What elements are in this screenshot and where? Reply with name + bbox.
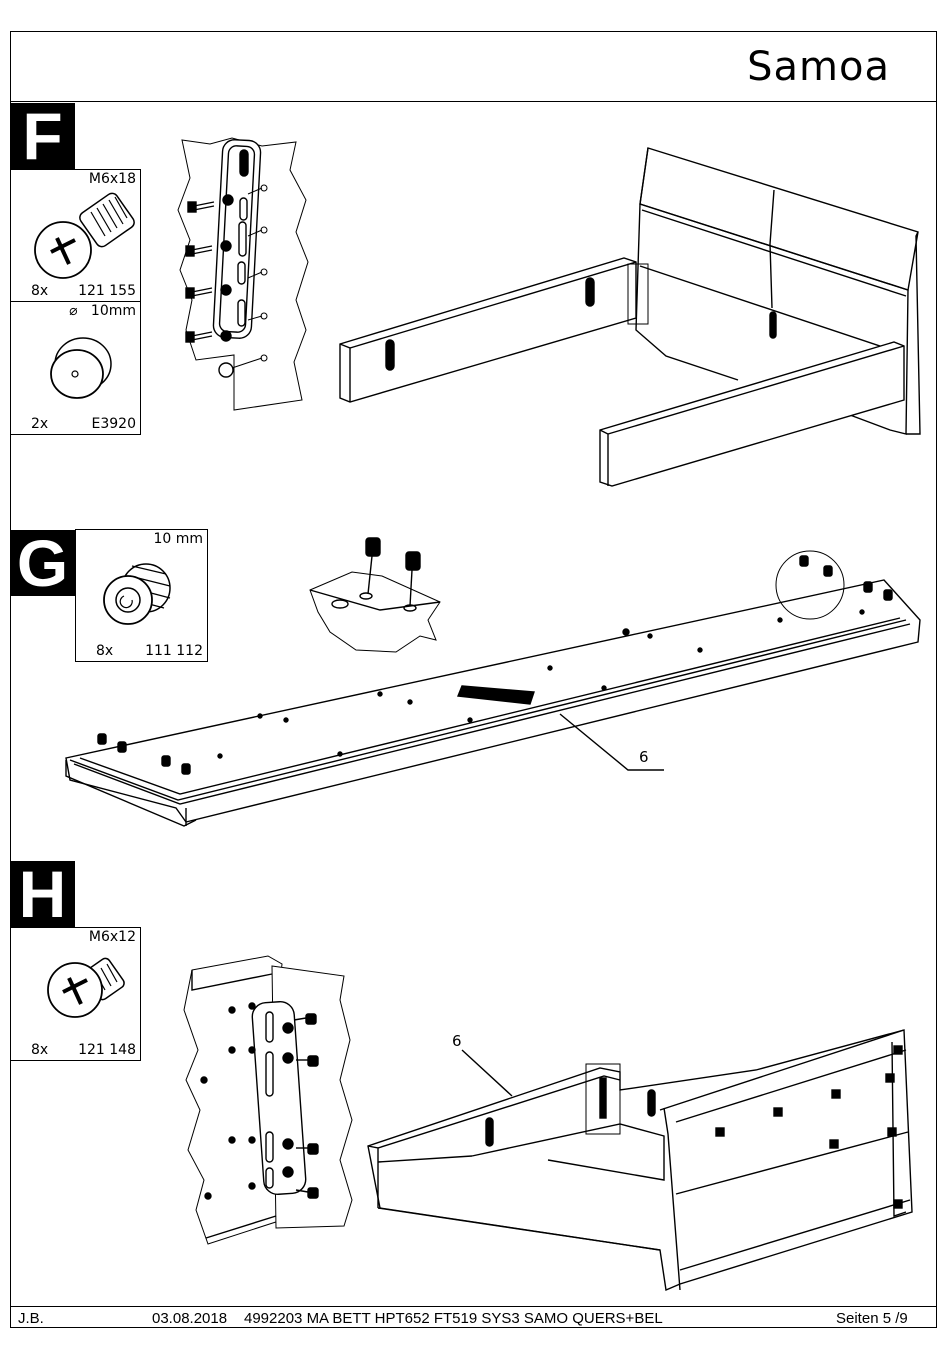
footer-date: 03.08.2018 <box>152 1310 228 1327</box>
page-frame <box>10 31 937 1328</box>
part-spec: M6x12 <box>88 929 136 945</box>
part-quantity: 8x <box>96 643 114 659</box>
machine-screw-icon <box>47 957 125 1018</box>
step-label-g: G <box>10 530 75 596</box>
part-box-insert-g: 10 mm 8x 111 112 <box>75 529 208 662</box>
part-spec: ⌀ 10mm <box>69 303 136 319</box>
step-label-f: F <box>10 103 75 169</box>
part-spec: 10 mm <box>153 531 203 547</box>
part-box-dowel-cap-f: ⌀ 10mm 2x E3920 <box>10 301 141 435</box>
header-divider <box>10 101 937 102</box>
headboard-side-rails-f <box>339 147 921 487</box>
callout-part-6-h: 6 <box>452 1032 462 1050</box>
part-quantity: 2x <box>31 416 49 432</box>
part-quantity: 8x <box>31 1042 49 1058</box>
step-label-h: H <box>10 861 75 927</box>
threaded-insert-icon <box>103 563 171 625</box>
footer-divider <box>10 1306 937 1307</box>
dowel-cap-icon <box>50 337 112 399</box>
part-spec: M6x18 <box>88 171 136 187</box>
part-number: E3920 <box>91 416 136 432</box>
insert-detail-g <box>309 537 441 653</box>
corner-bracket-detail-h <box>183 955 353 1245</box>
fitting-plate-detail-f <box>177 137 309 411</box>
diameter-symbol: ⌀ <box>69 303 78 319</box>
bed-frame-assembly-h <box>367 1029 913 1292</box>
footer-author: J.B. <box>18 1310 44 1327</box>
part-box-screw-h: M6x12 8x 121 148 <box>10 927 141 1061</box>
part-box-screw-f: M6x18 8x 121 155 <box>10 169 141 302</box>
machine-screw-icon <box>34 192 135 279</box>
part-number: 111 112 <box>145 643 203 659</box>
footer-page-count: Seiten 5 /9 <box>836 1310 908 1327</box>
page-title: Samoa <box>747 44 890 90</box>
part-number: 121 155 <box>78 283 136 299</box>
frame-board-6 <box>65 550 921 827</box>
part-quantity: 8x <box>31 283 49 299</box>
part-number: 121 148 <box>78 1042 136 1058</box>
part-spec-value: 10mm <box>90 303 136 319</box>
callout-part-6-g: 6 <box>639 748 649 766</box>
footer-document-id: 4992203 MA BETT HPT652 FT519 SYS3 SAMO Q… <box>244 1310 663 1327</box>
